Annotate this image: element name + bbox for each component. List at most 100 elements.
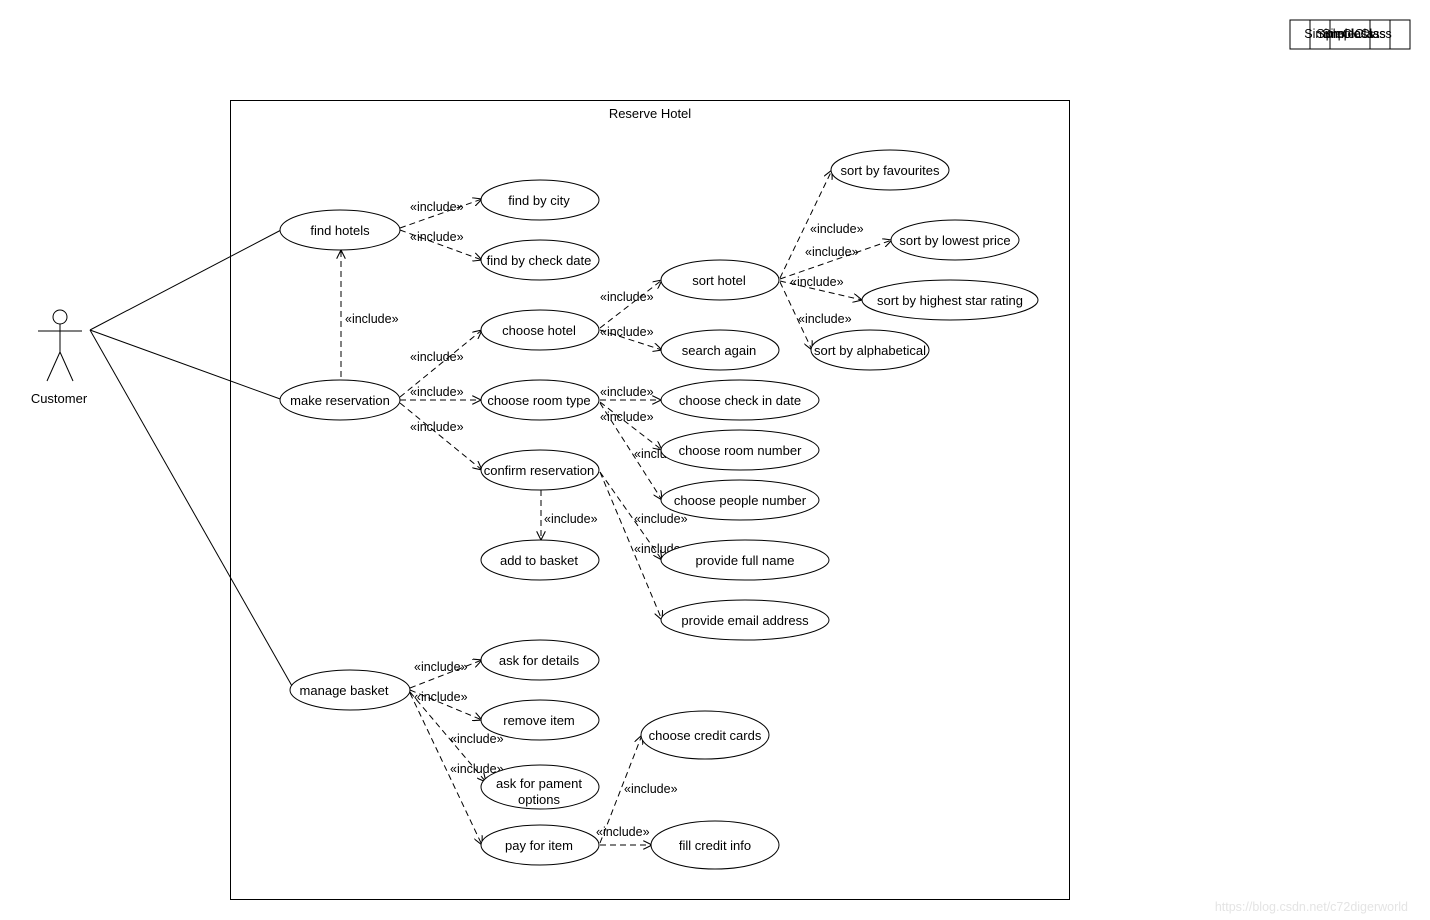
legend-label: SimpleClass <box>1316 27 1385 41</box>
include-pay-for-item[interactable] <box>409 692 482 845</box>
include-label: «include» <box>600 290 654 304</box>
include-label: «include» <box>805 245 859 259</box>
use-case-label: choose check in date <box>679 393 801 408</box>
legend-label: SimpleClass <box>1304 27 1373 41</box>
include-labels: «include» «include» «include» «include» … <box>345 200 864 839</box>
use-case-choose-hotel[interactable]: choose hotel <box>480 309 600 351</box>
include-choose-hotel[interactable] <box>399 330 482 398</box>
actor-head <box>52 309 68 325</box>
use-case-sort-by-alphabetical[interactable]: sort by alphabetical <box>810 329 930 371</box>
legend-label: SimpleClass <box>1322 27 1391 41</box>
include-label: «include» <box>790 275 844 289</box>
use-case-ask-for-details[interactable]: ask for details <box>480 639 600 681</box>
include-label: «include» <box>810 222 864 236</box>
watermark: https://blog.csdn.net/c72digerworld <box>1214 900 1408 914</box>
use-case-label: confirm reservation <box>484 463 595 478</box>
use-case-fill-credit-info[interactable]: fill credit info <box>650 820 780 870</box>
include-label: «include» <box>410 385 464 399</box>
use-case-sort-by-lowest-price[interactable]: sort by lowest price <box>890 219 1020 261</box>
association-find-hotels[interactable] <box>89 228 284 331</box>
include-sort-hotel[interactable] <box>599 280 662 329</box>
include-sort-by-highest-star-rating[interactable] <box>779 280 862 300</box>
use-case-provide-email-address[interactable]: provide email address <box>660 599 830 641</box>
use-case-label: options <box>518 792 560 807</box>
use-case-choose-room-number[interactable]: choose room number <box>660 429 820 471</box>
use-case-find-hotels[interactable]: find hotels <box>279 209 401 251</box>
boundary-title: Reserve Hotel <box>609 106 691 121</box>
use-case-remove-item[interactable]: remove item <box>480 699 600 741</box>
use-case-label: choose people number <box>674 493 807 508</box>
use-case-provide-full-name[interactable]: provide full name <box>660 539 830 581</box>
use-case-label: pay for item <box>505 838 573 853</box>
use-case-manage-basket[interactable]: manage basket <box>289 669 411 711</box>
use-case-find-by-city[interactable]: find by city <box>480 179 600 221</box>
use-case-choose-room-type[interactable]: choose room type <box>480 379 600 421</box>
include-find-by-city[interactable] <box>399 199 482 229</box>
use-case-search-again[interactable]: search again <box>660 329 780 371</box>
include-label: «include» <box>410 200 464 214</box>
use-case-label: provide email address <box>681 613 809 628</box>
use-case-label: ask for pament <box>496 776 582 791</box>
use-case-make-reservation[interactable]: make reservation <box>279 379 401 421</box>
association-make-reservation[interactable] <box>89 329 284 401</box>
include-label: «include» <box>634 512 688 526</box>
use-case-label: find hotels <box>310 223 370 238</box>
use-case-label: sort hotel <box>692 273 746 288</box>
include-label: «include» <box>798 312 852 326</box>
use-case-ask-for-payment-options[interactable]: ask for pament options <box>480 764 600 810</box>
actor-customer[interactable]: Customer <box>31 309 88 406</box>
use-case-label: fill credit info <box>679 838 751 853</box>
use-case-confirm-reservation[interactable]: confirm reservation <box>480 449 600 491</box>
use-cases: find hotels make reservation manage bask… <box>279 149 1039 870</box>
use-case-sort-hotel[interactable]: sort hotel <box>660 259 780 301</box>
use-case-sort-by-favourites[interactable]: sort by favourites <box>830 149 950 191</box>
use-case-choose-people-number[interactable]: choose people number <box>660 479 820 521</box>
use-case-sort-by-highest-star-rating[interactable]: sort by highest star rating <box>861 279 1039 321</box>
use-case-label: provide full name <box>696 553 795 568</box>
include-label: «include» <box>410 230 464 244</box>
include-label: «include» <box>544 512 598 526</box>
actor-name: Customer <box>31 391 88 406</box>
use-case-choose-credit-cards[interactable]: choose credit cards <box>640 710 770 760</box>
use-case-label: choose room number <box>679 443 803 458</box>
include-confirm-reservation[interactable] <box>399 402 482 470</box>
use-case-choose-check-in-date[interactable]: choose check in date <box>660 379 820 421</box>
use-case-label: make reservation <box>290 393 390 408</box>
include-relations <box>341 170 892 845</box>
associations <box>89 228 293 687</box>
include-label: «include» <box>600 410 654 424</box>
use-case-label: search again <box>682 343 756 358</box>
use-case-pay-for-item[interactable]: pay for item <box>480 824 600 866</box>
actor-leg-left <box>46 351 61 382</box>
include-label: «include» <box>600 385 654 399</box>
system-boundary[interactable] <box>230 100 1070 900</box>
use-case-label: find by city <box>508 193 570 208</box>
include-ask-for-details[interactable] <box>409 660 482 689</box>
association-manage-basket[interactable] <box>89 329 293 687</box>
use-case-label: sort by highest star rating <box>877 293 1023 308</box>
include-search-again[interactable] <box>599 329 662 350</box>
include-label: «include» <box>450 732 504 746</box>
use-case-label: find by check date <box>487 253 592 268</box>
include-sort-by-alphabetical[interactable] <box>779 281 812 350</box>
include-label: «include» <box>414 690 468 704</box>
include-find-by-check-date[interactable] <box>399 229 482 260</box>
include-choose-people-number[interactable] <box>599 402 662 500</box>
include-label: «include» <box>596 825 650 839</box>
use-case-find-by-check-date[interactable]: find by check date <box>480 239 600 281</box>
use-case-label: sort by lowest price <box>899 233 1010 248</box>
include-provide-full-name[interactable] <box>599 471 662 560</box>
use-case-add-to-basket[interactable]: add to basket <box>480 539 600 581</box>
include-label: «include» <box>410 350 464 364</box>
include-label: «include» <box>600 325 654 339</box>
include-remove-item[interactable] <box>409 689 482 720</box>
include-choose-room-number[interactable] <box>599 401 662 450</box>
use-case-label: ask for details <box>499 653 580 668</box>
include-label: «include» <box>450 762 504 776</box>
legend-box[interactable] <box>1329 19 1411 50</box>
include-label: «include» <box>345 312 399 326</box>
actor-leg-right <box>59 351 74 382</box>
use-case-label: sort by alphabetical <box>814 343 926 358</box>
include-provide-email-address[interactable] <box>599 471 662 620</box>
